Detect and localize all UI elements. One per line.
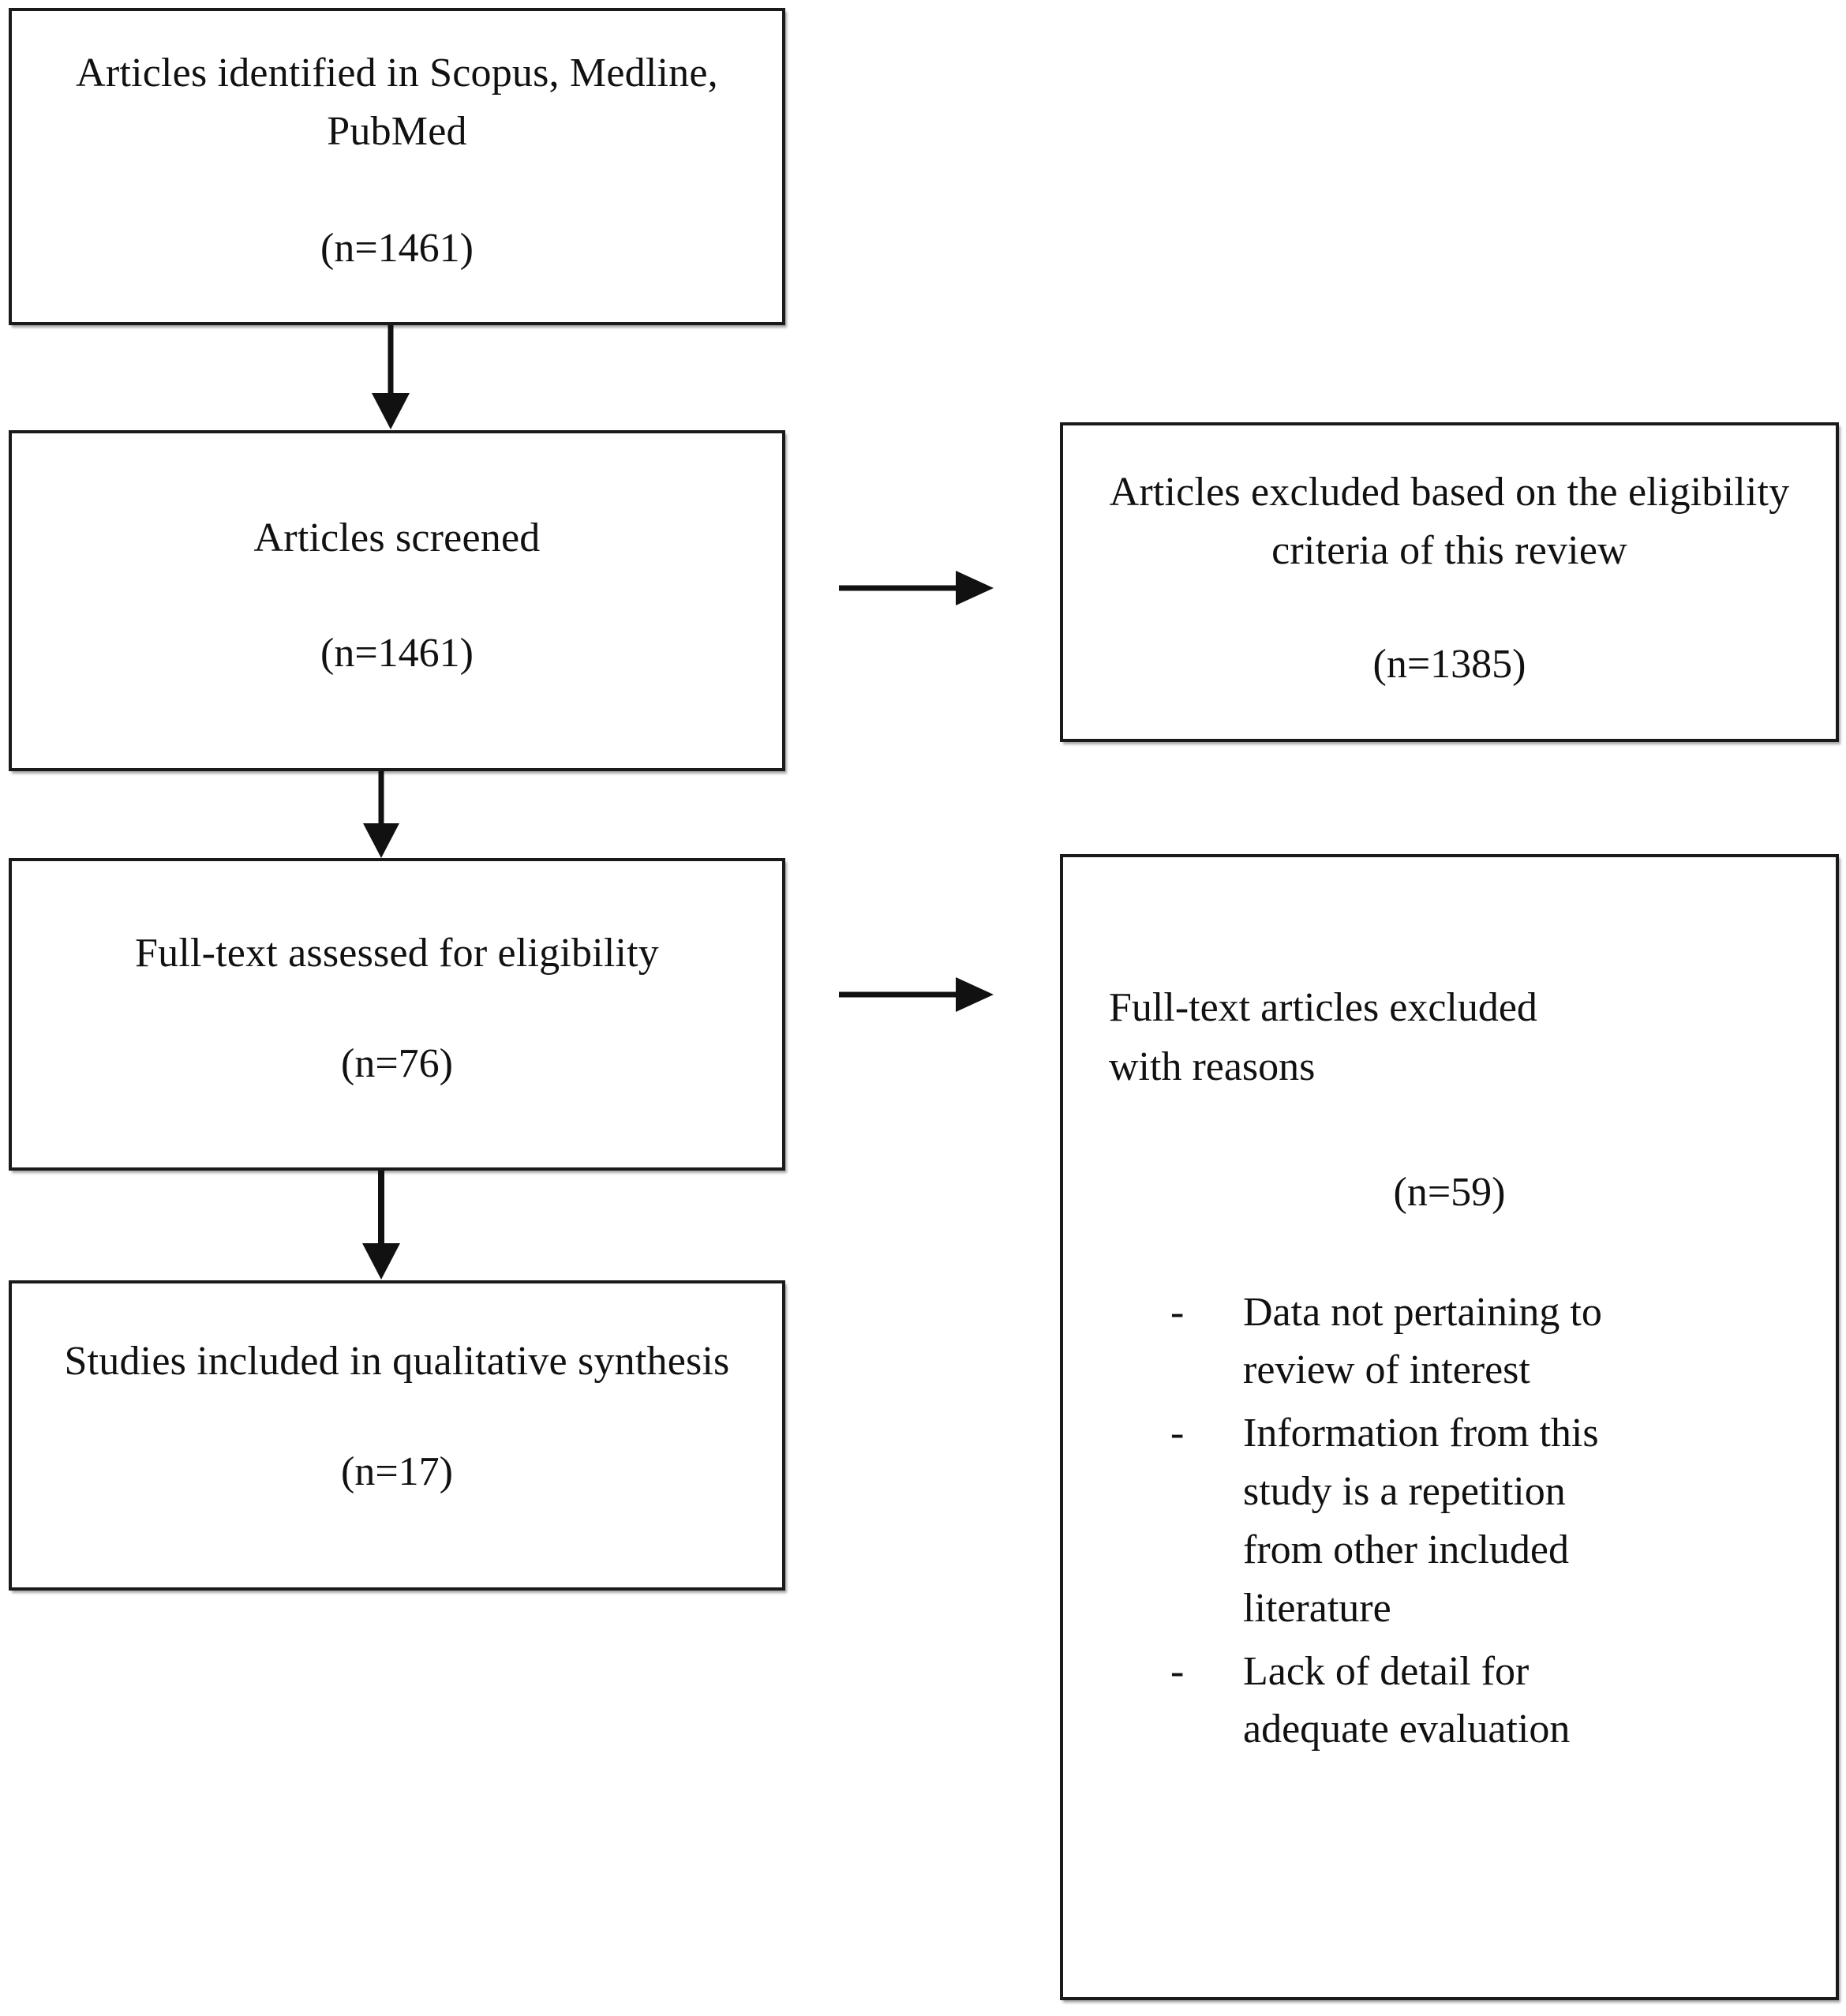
box-articles-excluded-screening-content: Articles excluded based on the eligibili… (1063, 425, 1836, 739)
box-articles-excluded-screening-text: Articles excluded based on the eligibili… (1109, 470, 1790, 573)
box-studies-included: Studies included in qualitative synthesi… (9, 1280, 785, 1591)
exclusion-reason-list: - Data not pertaining to review of inter… (1109, 1283, 1790, 1764)
box-articles-screened-text: Articles screened (253, 515, 541, 560)
box-studies-included-count: (n=17) (341, 1448, 453, 1494)
box-articles-identified-text: Articles identified in Scopus, Medline, … (76, 51, 718, 154)
box-articles-identified-content: Articles identified in Scopus, Medline, … (12, 11, 782, 322)
box-articles-identified: Articles identified in Scopus, Medline, … (9, 8, 785, 325)
list-item: - Information from this study is a repet… (1170, 1404, 1790, 1637)
list-item: - Data not pertaining to review of inter… (1170, 1283, 1790, 1400)
dash-bullet-icon: - (1170, 1648, 1185, 1694)
box-fulltext-assessed-text: Full-text assessed for eligibility (135, 931, 659, 976)
box-articles-identified-count: (n=1461) (320, 225, 474, 271)
dash-bullet-icon: - (1170, 1411, 1185, 1456)
box-studies-included-content: Studies included in qualitative synthesi… (12, 1283, 782, 1587)
box-articles-screened-content: Articles screened (n=1461) (12, 433, 782, 768)
exclusion-reason-text: Data not pertaining to review of interes… (1243, 1289, 1602, 1393)
box-fulltext-excluded-with-reasons: Full-text articles excluded with reasons… (1060, 854, 1839, 2000)
list-item: - Lack of detail for adequate evaluation (1170, 1643, 1790, 1759)
box-articles-excluded-screening-count: (n=1385) (1372, 641, 1526, 687)
box-articles-excluded-screening: Articles excluded based on the eligibili… (1060, 422, 1839, 742)
down-arrow-screened-to-fulltext (350, 771, 413, 861)
box-fulltext-excluded-text: Full-text articles excluded with reasons (1109, 985, 1537, 1089)
box-fulltext-excluded-content: Full-text articles excluded with reasons… (1063, 857, 1836, 1997)
exclusion-reason-text: Information from this study is a repetit… (1243, 1411, 1599, 1631)
box-fulltext-assessed-content: Full-text assessed for eligibility (n=76… (12, 861, 782, 1167)
box-articles-screened-count: (n=1461) (320, 630, 474, 676)
exclusion-reason-text: Lack of detail for adequate evaluation (1243, 1648, 1571, 1752)
right-arrow-screened-to-excluded (839, 564, 997, 612)
down-arrow-fulltext-to-included (350, 1171, 413, 1283)
right-arrow-fulltext-to-excluded (839, 971, 997, 1018)
box-fulltext-assessed: Full-text assessed for eligibility (n=76… (9, 858, 785, 1171)
box-fulltext-excluded-count: (n=59) (1393, 1169, 1506, 1215)
box-fulltext-assessed-count: (n=76) (341, 1040, 453, 1086)
down-arrow-identified-to-screened (359, 325, 422, 433)
box-articles-screened: Articles screened (n=1461) (9, 430, 785, 771)
box-studies-included-text: Studies included in qualitative synthesi… (64, 1339, 730, 1384)
dash-bullet-icon: - (1170, 1289, 1185, 1335)
